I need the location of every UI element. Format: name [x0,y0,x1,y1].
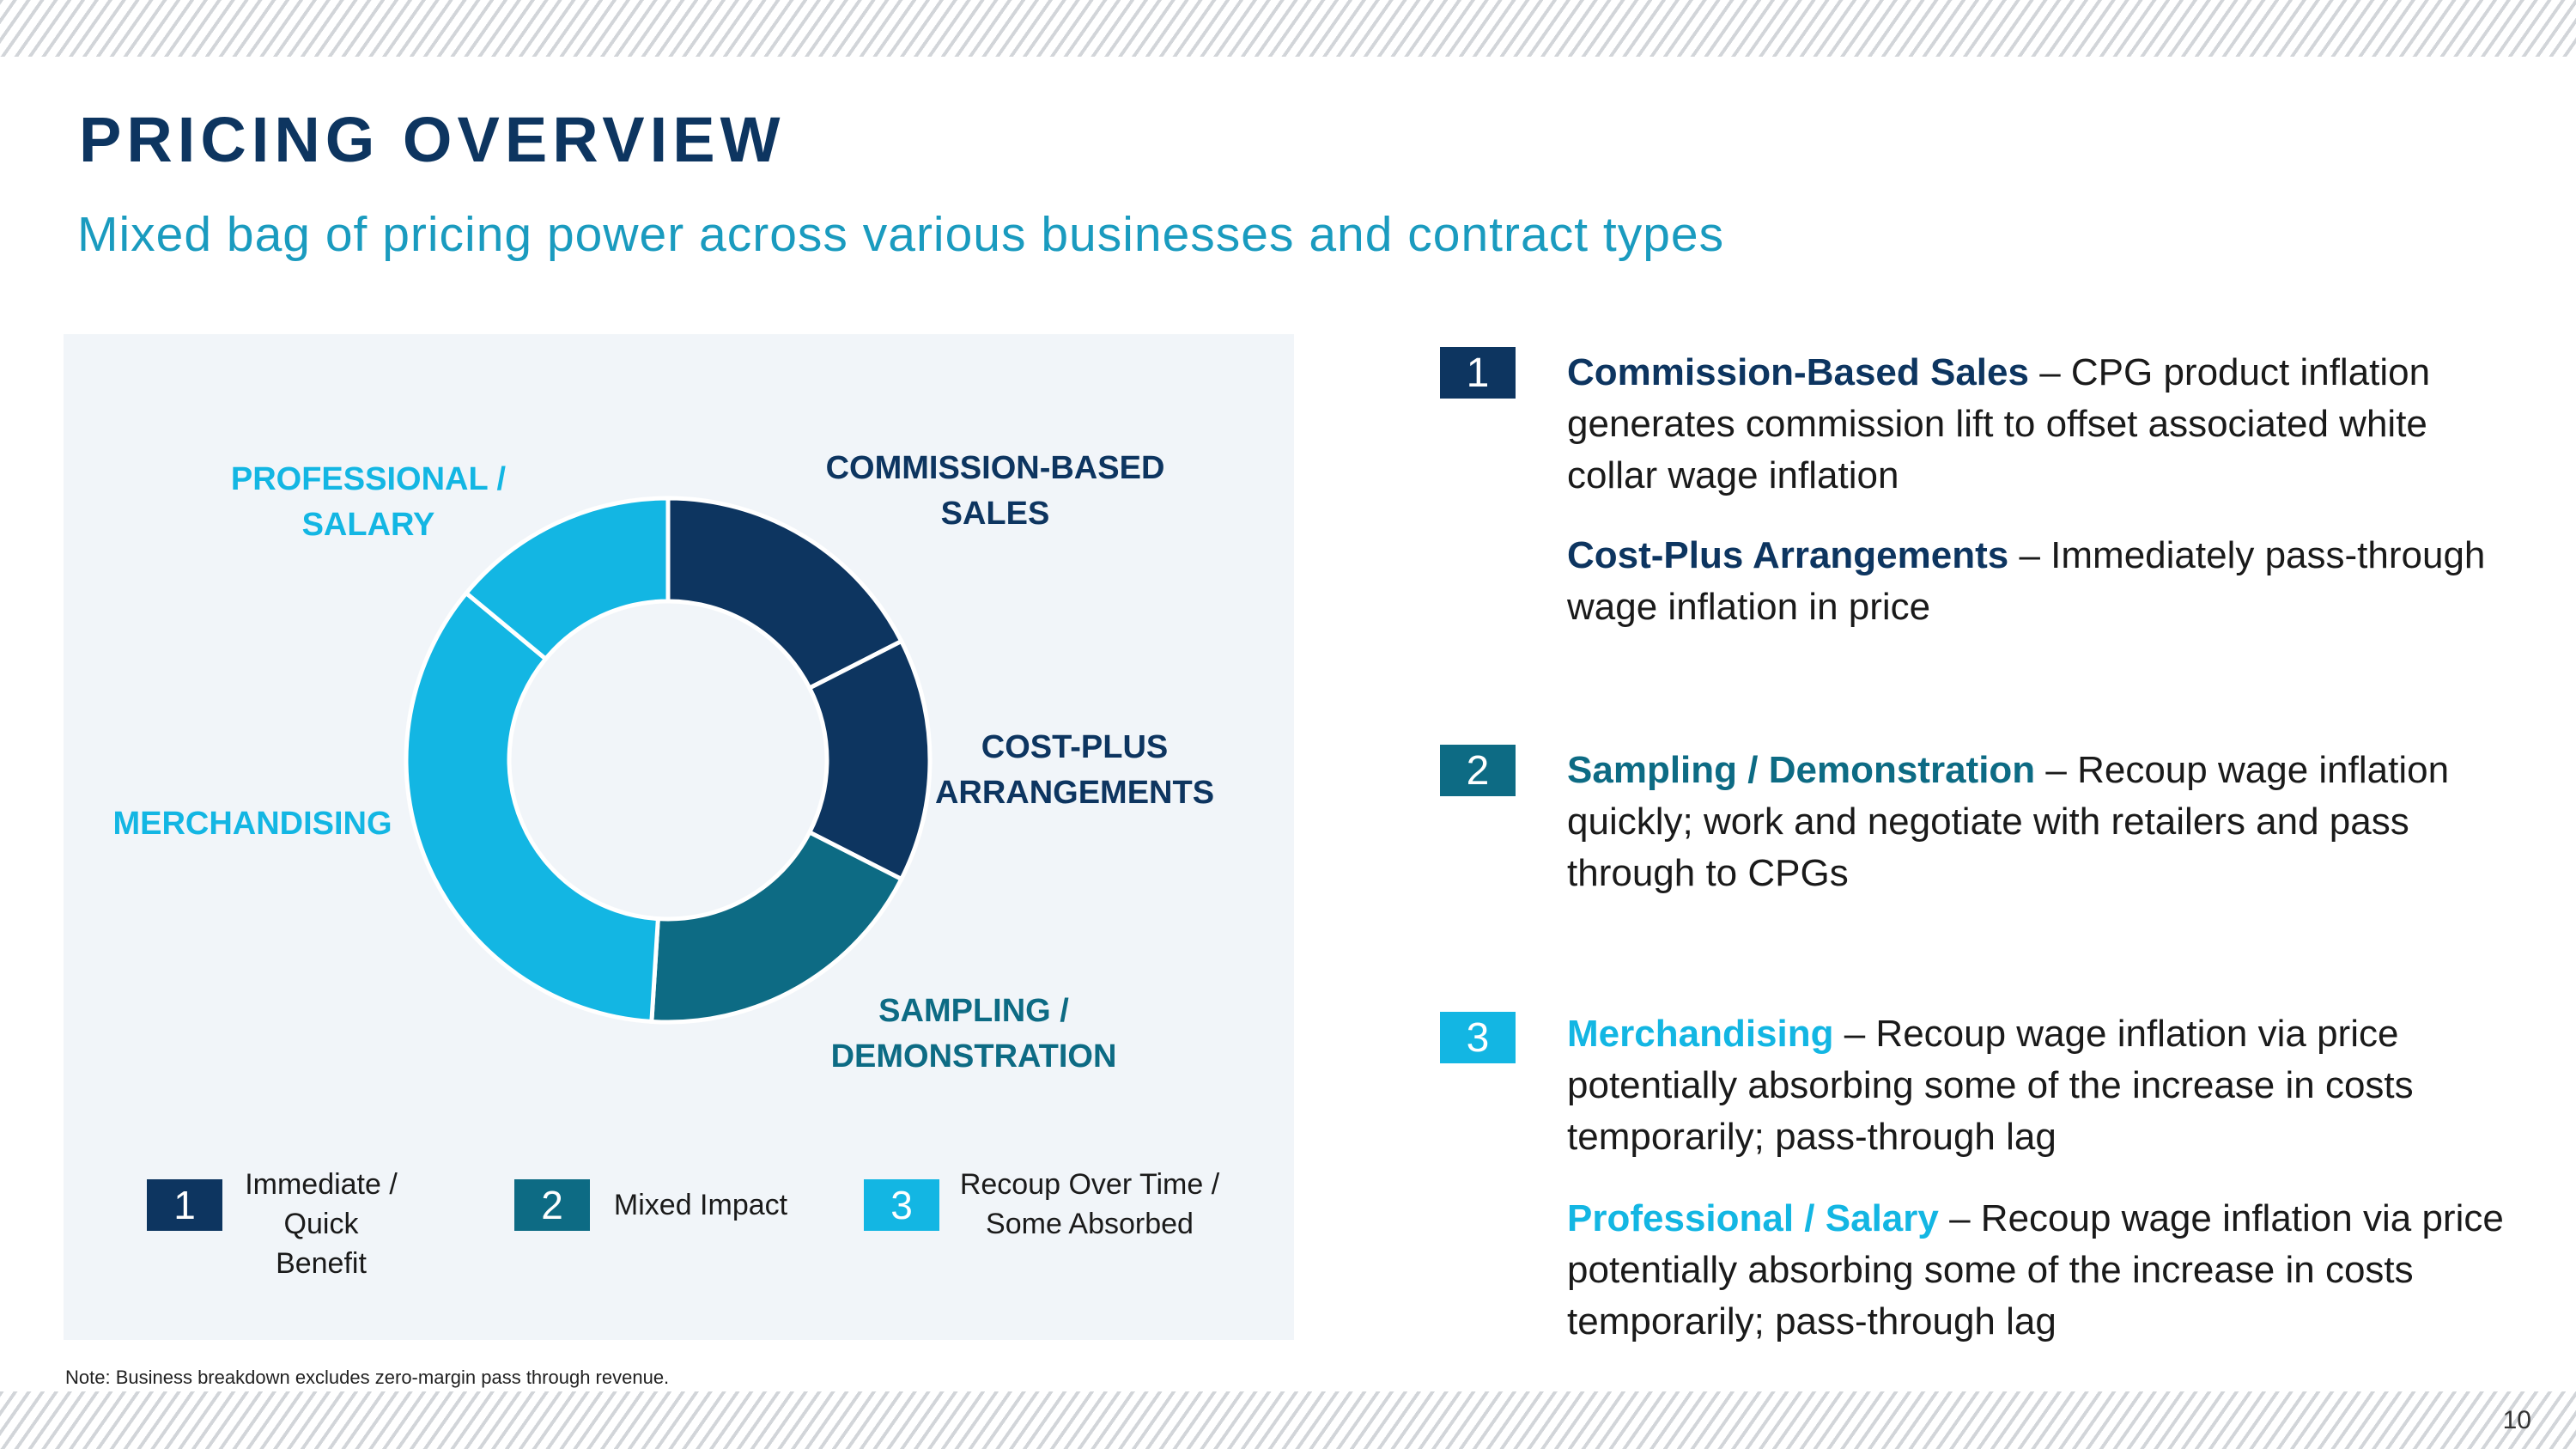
description-commission-based-sales: Commission-Based Sales – CPG product inf… [1567,347,2520,502]
donut-segment-commission-based-sales [665,496,905,691]
donut-segment-merchandising [404,590,661,1025]
page-number: 10 [2502,1406,2531,1434]
description-cost-plus-arrangements: Cost-Plus Arrangements – Immediately pas… [1567,530,2520,633]
description-text: – Recoup wage inflation via price potent… [1567,1197,2504,1342]
label-professional-salary: PROFESSIONAL / SALARY [230,461,507,543]
description-sampling-demonstration: Sampling / Demonstration – Recoup wage i… [1567,745,2520,899]
number-badge-3: 3 [1440,1012,1516,1063]
page-subtitle: Mixed bag of pricing power across variou… [77,207,1725,262]
description-heading: Sampling / Demonstration [1567,749,2036,791]
label-commission-based-sales: COMMISSION-BASED SALES [825,450,1165,532]
number-badge-2: 2 [1440,745,1516,796]
legend-label-2: Mixed Impact [613,1189,788,1221]
bottom-stripe-band [0,1391,2576,1449]
description-heading: Commission-Based Sales [1567,351,2029,393]
description-text: – Immediately pass-through wage inflatio… [1567,534,2486,628]
legend-label-1: Immediate / Quick Benefit [245,1168,398,1280]
donut-segment-sampling-demonstration [649,829,905,1025]
legend-swatch-3: 3 [864,1179,939,1231]
legend-label-3: Recoup Over Time / Some Absorbed [959,1168,1220,1240]
donut-segment-professional-salary [463,496,671,662]
donut-chart [404,496,933,1025]
description-text: – Recoup wage inflation via price potent… [1567,1013,2414,1158]
page-title: PRICING OVERVIEW [79,104,786,175]
label-merchandising: MERCHANDISING [112,806,392,842]
description-heading: Cost-Plus Arrangements [1567,534,2009,576]
legend-swatch-2: 2 [514,1179,590,1231]
footnote: Note: Business breakdown excludes zero-m… [65,1367,670,1388]
legend-swatch-1: 1 [147,1179,222,1231]
label-cost-plus-arrangements: COST-PLUS ARRANGEMENTS [934,729,1215,811]
description-heading: Merchandising [1567,1013,1834,1055]
chart-panel: COMMISSION-BASED SALES COST-PLUS ARRANGE… [64,334,1294,1340]
description-heading: Professional / Salary [1567,1197,1939,1239]
description-merchandising: Merchandising – Recoup wage inflation vi… [1567,1008,2520,1163]
label-sampling-demonstration: SAMPLING / DEMONSTRATION [830,993,1117,1075]
top-stripe-band [0,0,2576,57]
description-text: – CPG product inflation generates commis… [1567,351,2431,496]
number-badge-1: 1 [1440,347,1516,399]
description-professional-salary: Professional / Salary – Recoup wage infl… [1567,1193,2520,1348]
description-text: – Recoup wage inflation quickly; work an… [1567,749,2450,894]
